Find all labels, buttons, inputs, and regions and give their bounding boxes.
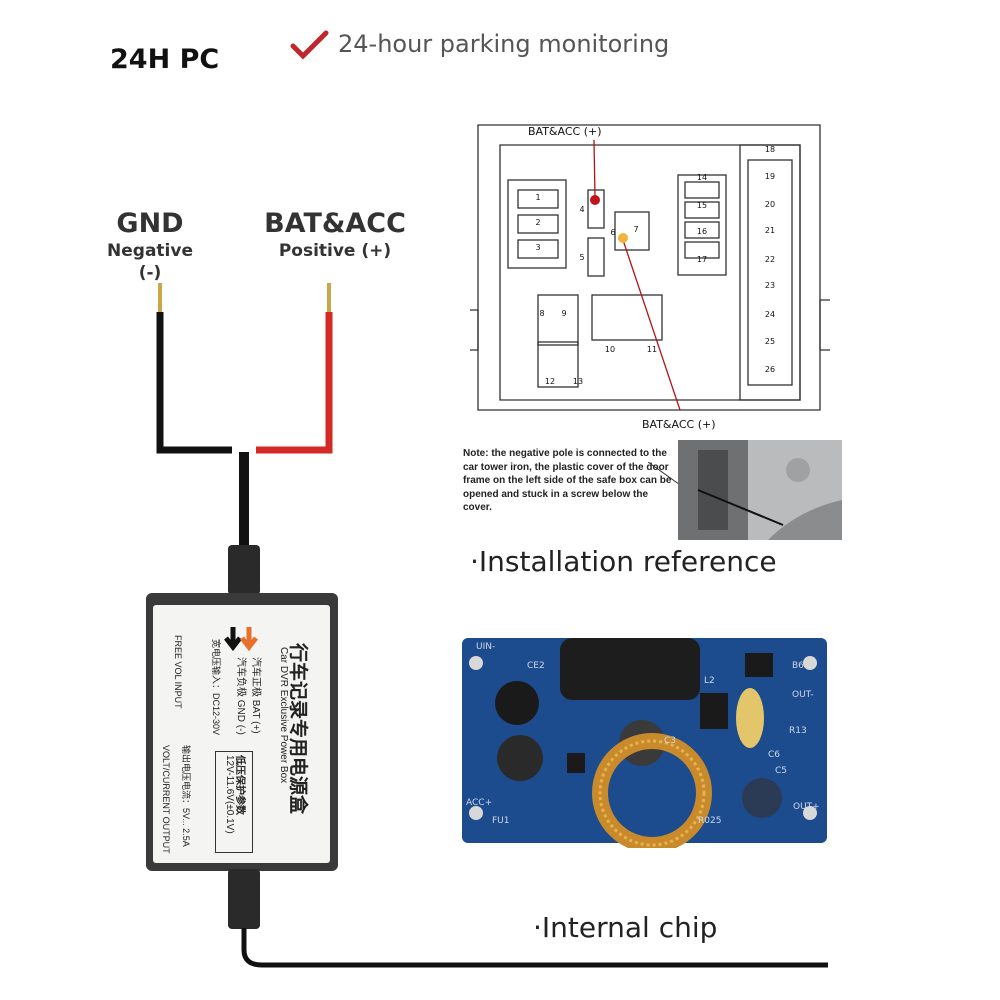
- svg-text:UIN-: UIN-: [476, 642, 495, 652]
- bat-acc-top-label: BAT&ACC (+): [528, 125, 602, 138]
- slot-3: 3: [535, 243, 540, 252]
- slot-15: 15: [697, 201, 707, 210]
- gnd-sublabel: Negative (-): [107, 241, 193, 283]
- slot-17: 17: [697, 255, 707, 264]
- svg-text:L2: L2: [704, 676, 715, 686]
- slot-12: 12: [545, 377, 555, 386]
- installation-note: Note: the negative pole is connected to …: [463, 448, 672, 513]
- slot-22: 22: [765, 255, 775, 264]
- gnd-wire: [156, 312, 232, 454]
- box-title-cn: 行车记录专用电源盒: [287, 643, 308, 815]
- fuse-box-diagram: 1 2 3 4 5 6 7 8 9 10 11 12 13 14 15 16 1…: [470, 124, 830, 431]
- slot-11: 11: [647, 345, 657, 354]
- power-box-label: [153, 605, 330, 863]
- box-neg-label: 汽车负极 GND (-): [235, 657, 246, 735]
- slot-24: 24: [765, 310, 775, 319]
- svg-text:C6: C6: [768, 750, 780, 760]
- gnd-pin: [158, 283, 162, 313]
- slot-7: 7: [633, 225, 638, 234]
- slot-19: 19: [765, 172, 775, 181]
- slot-5: 5: [579, 253, 584, 262]
- page-title: 24H PC: [110, 44, 220, 75]
- pcb-photo: UIN- CE2 OUT- ACC+ FU1 C3 L2 R13 C6 C5 O…: [462, 638, 827, 848]
- svg-text:OUT-: OUT-: [792, 690, 814, 700]
- car-door-photo: [678, 440, 842, 540]
- bat-acc-point-red: [590, 195, 600, 205]
- box-protect-cn: 低压保护参数: [234, 755, 245, 815]
- bat-label-block: BAT&ACC Positive (+): [250, 208, 420, 262]
- checkmark-icon: [290, 30, 329, 60]
- slot-10: 10: [605, 345, 615, 354]
- bat-sublabel: Positive (+): [278, 241, 392, 261]
- slot-8: 8: [539, 309, 544, 318]
- svg-text:ACC+: ACC+: [466, 798, 492, 808]
- output-cable: [241, 928, 828, 968]
- slot-18: 18: [765, 145, 775, 154]
- box-output-cn: 输出电压电流：5V... 2.5A: [181, 745, 191, 847]
- box-output-en: VOLT/CURRENT OUTPUT: [161, 745, 171, 854]
- slot-25: 25: [765, 337, 775, 346]
- slot-6: 6: [610, 228, 615, 237]
- box-protect-val: 12V-11.6V(±0.1V): [224, 755, 235, 834]
- bat-wire: [256, 312, 333, 454]
- svg-text:CE2: CE2: [527, 661, 545, 671]
- box-input-cn: 宽电压输入：DC12-30V: [211, 639, 221, 736]
- slot-20: 20: [765, 200, 775, 209]
- bat-pin: [327, 283, 331, 313]
- slot-23: 23: [765, 281, 775, 290]
- bat-label: BAT&ACC: [264, 208, 406, 239]
- strain-relief-top: [228, 545, 260, 595]
- box-pos-label: 汽车正极 BAT (+): [250, 657, 261, 734]
- svg-text:C3: C3: [664, 736, 676, 746]
- slot-26: 26: [765, 365, 775, 374]
- bat-acc-point-orange: [618, 233, 628, 243]
- svg-text:R025: R025: [698, 816, 721, 826]
- svg-text:FU1: FU1: [492, 816, 510, 826]
- black-arrow-icon: [224, 627, 242, 652]
- svg-text:R13: R13: [789, 726, 807, 736]
- svg-text:OUT+: OUT+: [793, 802, 820, 812]
- slot-9: 9: [561, 309, 566, 318]
- power-box-text: 行车记录专用电源盒 Car DVR Exclusive Power Box 汽车…: [153, 605, 330, 863]
- bat-acc-bottom-label: BAT&ACC (+): [642, 418, 716, 431]
- slot-14: 14: [697, 173, 707, 182]
- slot-4: 4: [579, 205, 584, 214]
- svg-text:C5: C5: [775, 766, 787, 776]
- svg-text:B6: B6: [792, 661, 804, 671]
- box-title-en: Car DVR Exclusive Power Box: [278, 647, 289, 784]
- feature-text: 24-hour parking monitoring: [338, 30, 670, 58]
- box-input-en: FREE VOL INPUT: [173, 635, 183, 709]
- slot-1: 1: [535, 193, 540, 202]
- slot-2: 2: [535, 218, 540, 227]
- slot-21: 21: [765, 226, 775, 235]
- strain-relief-bottom: [228, 869, 260, 929]
- chip-caption: ·Internal chip: [533, 911, 718, 944]
- slot-13: 13: [573, 377, 583, 386]
- orange-arrow-icon: [240, 627, 258, 652]
- gnd-label-block: GND Negative (-): [95, 208, 205, 284]
- slot-16: 16: [697, 227, 707, 236]
- installation-caption: ·Installation reference: [470, 545, 777, 578]
- gnd-label: GND: [116, 208, 184, 239]
